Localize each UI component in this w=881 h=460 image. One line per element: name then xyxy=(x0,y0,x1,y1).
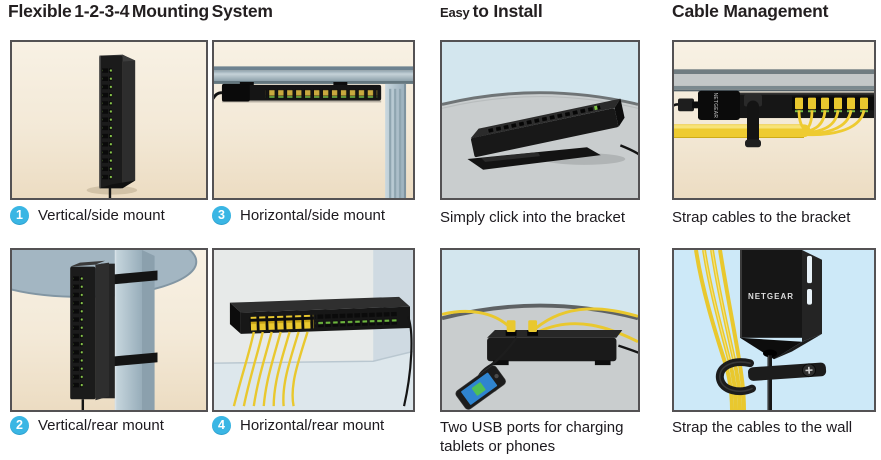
strap-cables-bracket-illustration: NETGEAR xyxy=(674,42,874,198)
mounting-bracket xyxy=(467,147,601,170)
caption-strap-cables-bracket: Strap cables to the bracket xyxy=(672,208,878,227)
caption-label: Horizontal/side mount xyxy=(240,207,386,224)
switch-device-closeup: NETGEAR xyxy=(740,250,822,360)
usb-charging-illustration xyxy=(442,250,638,410)
caption-label: Strap cables to the bracket xyxy=(672,209,851,226)
caption-horizontal-rear-mount: 4 Horizontal/rear mount xyxy=(212,416,415,435)
click-into-bracket-illustration xyxy=(442,42,638,198)
mounting-rod xyxy=(767,355,772,410)
yellow-cables xyxy=(232,331,309,407)
power-cord xyxy=(402,315,413,407)
panel-strap-cables-wall: NETGEAR xyxy=(672,248,876,412)
horizontal-side-mount-illustration xyxy=(214,42,413,198)
panel-usb-charging xyxy=(440,248,640,412)
switch-vertical xyxy=(99,54,136,189)
caption-label: Strap the cables to the wall xyxy=(672,419,853,436)
switch-tilted xyxy=(470,98,625,158)
panel-strap-cables-bracket: NETGEAR xyxy=(672,40,876,200)
switch-horizontal xyxy=(221,81,382,103)
power-cord xyxy=(618,344,638,354)
ethernet-ports xyxy=(486,104,601,135)
strap-cables-wall-illustration: NETGEAR xyxy=(674,250,874,410)
vertical-side-mount-illustration xyxy=(12,42,206,198)
yellow-plug xyxy=(506,320,516,332)
shelf-beam xyxy=(214,66,413,84)
ethernet-ports xyxy=(102,65,112,181)
cable-bundle xyxy=(674,124,811,139)
panel-horizontal-side-mount xyxy=(212,40,415,200)
caption-label: Simply click into the bracket xyxy=(440,209,626,226)
panel-vertical-side-mount xyxy=(10,40,208,200)
home-button xyxy=(494,373,499,379)
caption-usb-charging: Two USB ports for charging tablets or ph… xyxy=(440,418,640,456)
caption-label: Horizontal/rear mount xyxy=(240,417,385,434)
caption-click-into-bracket: Simply click into the bracket xyxy=(440,208,640,227)
device-brand-label: NETGEAR xyxy=(712,93,718,119)
plugged-ports xyxy=(250,314,314,331)
cable-fan xyxy=(797,109,866,137)
power-cord xyxy=(214,91,223,100)
power-cord xyxy=(619,144,638,156)
badge-4: 4 xyxy=(212,416,231,435)
caption-vertical-rear-mount: 2 Vertical/rear mount xyxy=(10,416,206,435)
vertical-rear-mount-illustration xyxy=(12,250,206,410)
shelf-beam xyxy=(674,69,874,92)
cable-management-section-title: Cable Management xyxy=(672,1,829,21)
ethernet-ports xyxy=(265,86,378,99)
badge-2: 2 xyxy=(10,416,29,435)
caption-strap-cables-wall: Strap the cables to the wall xyxy=(672,418,878,437)
smartphone xyxy=(455,365,506,410)
device-brand-label: NETGEAR xyxy=(748,292,794,301)
wall-strap-bracket xyxy=(748,362,827,381)
mounting-section-title: Flexible 1-2-3-4 Mounting System xyxy=(8,1,273,21)
caption-label: Two USB ports for charging tablets or ph… xyxy=(440,419,624,455)
yellow-plug xyxy=(528,320,538,332)
switch-horizontal xyxy=(487,320,623,366)
switch-horizontal xyxy=(229,296,411,334)
horizontal-rear-mount-illustration xyxy=(214,250,413,410)
panel-horizontal-rear-mount xyxy=(212,248,415,412)
caption-horizontal-side-mount: 3 Horizontal/side mount xyxy=(212,206,415,225)
caption-vertical-side-mount: 1 Vertical/side mount xyxy=(10,206,206,225)
install-title-small: Easy xyxy=(440,5,470,20)
install-title-rest: to Install xyxy=(472,1,543,21)
caption-label: Vertical/rear mount xyxy=(38,417,164,434)
yellow-cables xyxy=(442,307,638,344)
badge-3: 3 xyxy=(212,206,231,225)
power-plug xyxy=(674,98,700,112)
badge-1: 1 xyxy=(10,206,29,225)
caption-label: Vertical/side mount xyxy=(38,207,165,224)
empty-ports xyxy=(315,311,398,328)
panel-click-into-bracket xyxy=(440,40,640,200)
panel-vertical-rear-mount xyxy=(10,248,208,412)
ethernet-ports xyxy=(73,275,83,391)
support-column xyxy=(385,83,407,198)
battery-icon xyxy=(471,382,486,396)
switch-vertical xyxy=(70,260,109,401)
cable-strap xyxy=(744,94,762,148)
